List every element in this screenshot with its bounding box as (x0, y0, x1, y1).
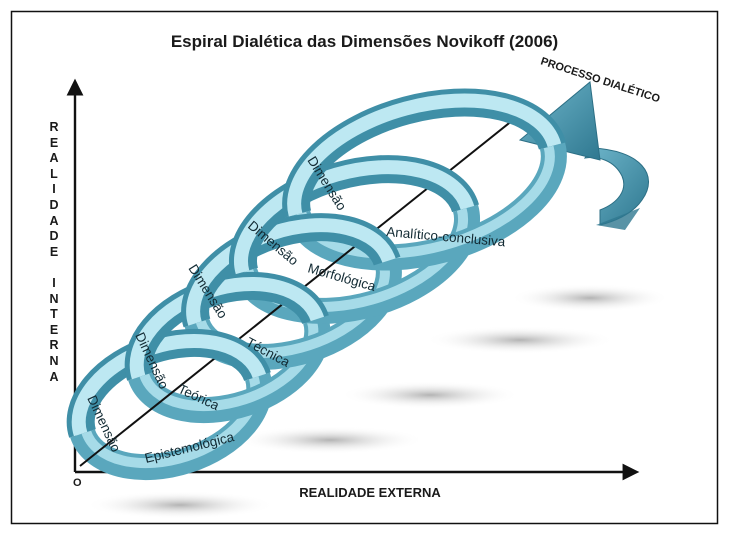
y-axis-letter: N (49, 353, 59, 368)
process-label: PROCESSO DIALÉTICO (539, 54, 662, 105)
y-axis-letter: N (49, 291, 59, 306)
y-axis-letter (46, 260, 62, 276)
y-axis-letter: I (52, 182, 56, 197)
ring-3-front-highlight (186, 218, 396, 326)
y-axis-letter: E (49, 322, 59, 337)
y-axis-letter: A (49, 213, 59, 228)
ring-4-front-highlight (233, 160, 475, 275)
ring-5-front-highlight (287, 93, 562, 217)
y-axis-letter: R (49, 120, 59, 134)
rings-front (66, 88, 567, 438)
y-axis-letter: I (52, 275, 56, 290)
floor-shadows (85, 284, 670, 519)
y-axis-letter: R (49, 338, 59, 353)
y-axis-letter: T (50, 307, 58, 322)
y-axis-letter: E (49, 244, 59, 259)
y-axis-letter: D (49, 229, 59, 244)
x-axis-label: REALIDADE EXTERNA (299, 485, 441, 500)
y-axis-letter: A (49, 151, 59, 166)
y-axis-letter: L (50, 166, 58, 181)
origin-label: O (73, 477, 82, 489)
frame-border (10, 10, 719, 525)
y-axis-letter: D (49, 197, 59, 212)
y-axis-letter: E (49, 135, 59, 150)
y-axis-letter: A (49, 369, 59, 384)
diagram-title: Espiral Dialética das Dimensões Novikoff… (170, 32, 559, 51)
